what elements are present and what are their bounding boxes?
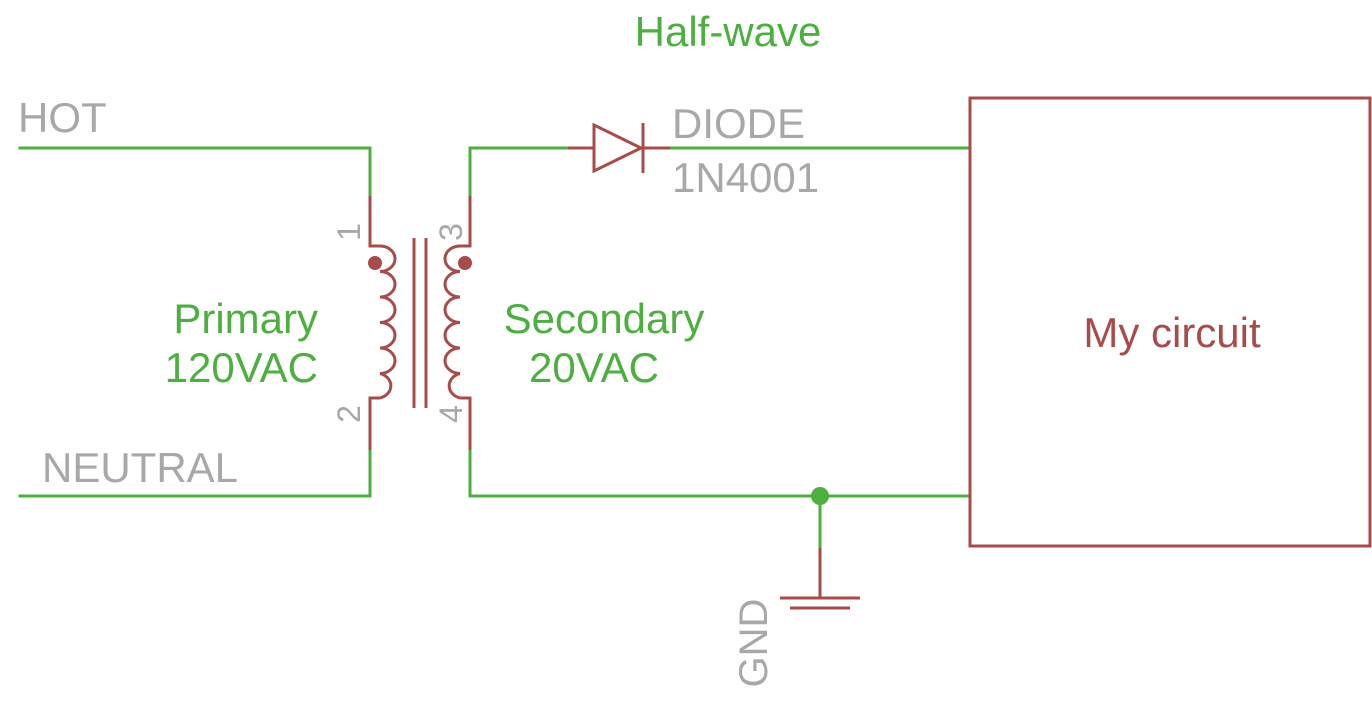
primary-polarity-dot [368,256,382,270]
pin-4-label: 4 [433,405,469,423]
diode [568,122,670,174]
secondary-polarity-dot [458,256,472,270]
pin-1-label: 1 [331,223,367,241]
hot-wire [18,146,372,198]
gnd-label: GND [732,599,776,688]
primary-lead-bottom [368,396,380,450]
diode-triangle [592,122,645,174]
primary-coil [379,244,397,400]
primary-voltage-label: 120VAC [165,344,318,391]
hot-label: HOT [18,94,107,141]
my-circuit-box [968,96,1372,548]
pin-3-label: 3 [433,223,469,241]
neutral-label: NEUTRAL [42,444,238,491]
secondary-top-wire [468,146,570,198]
secondary-bottom-wire [468,448,972,498]
primary-name-label: Primary [173,295,318,342]
secondary-lead-top [460,196,472,248]
schematic-title: Half-wave [635,8,822,55]
primary-lead-top [368,196,380,248]
neutral-wire [18,448,372,498]
diode-part-label: 1N4001 [672,154,819,201]
junction-dot [811,487,829,505]
diode-name-label: DIODE [672,100,805,147]
secondary-name-label: Secondary [504,295,705,342]
pin-2-label: 2 [331,405,367,423]
transformer [368,196,472,450]
secondary-voltage-label: 20VAC [529,344,659,391]
secondary-lead-bottom [460,396,472,450]
secondary-coil [443,244,461,400]
my-circuit-label: My circuit [1083,309,1261,356]
ground-symbol [780,548,860,610]
